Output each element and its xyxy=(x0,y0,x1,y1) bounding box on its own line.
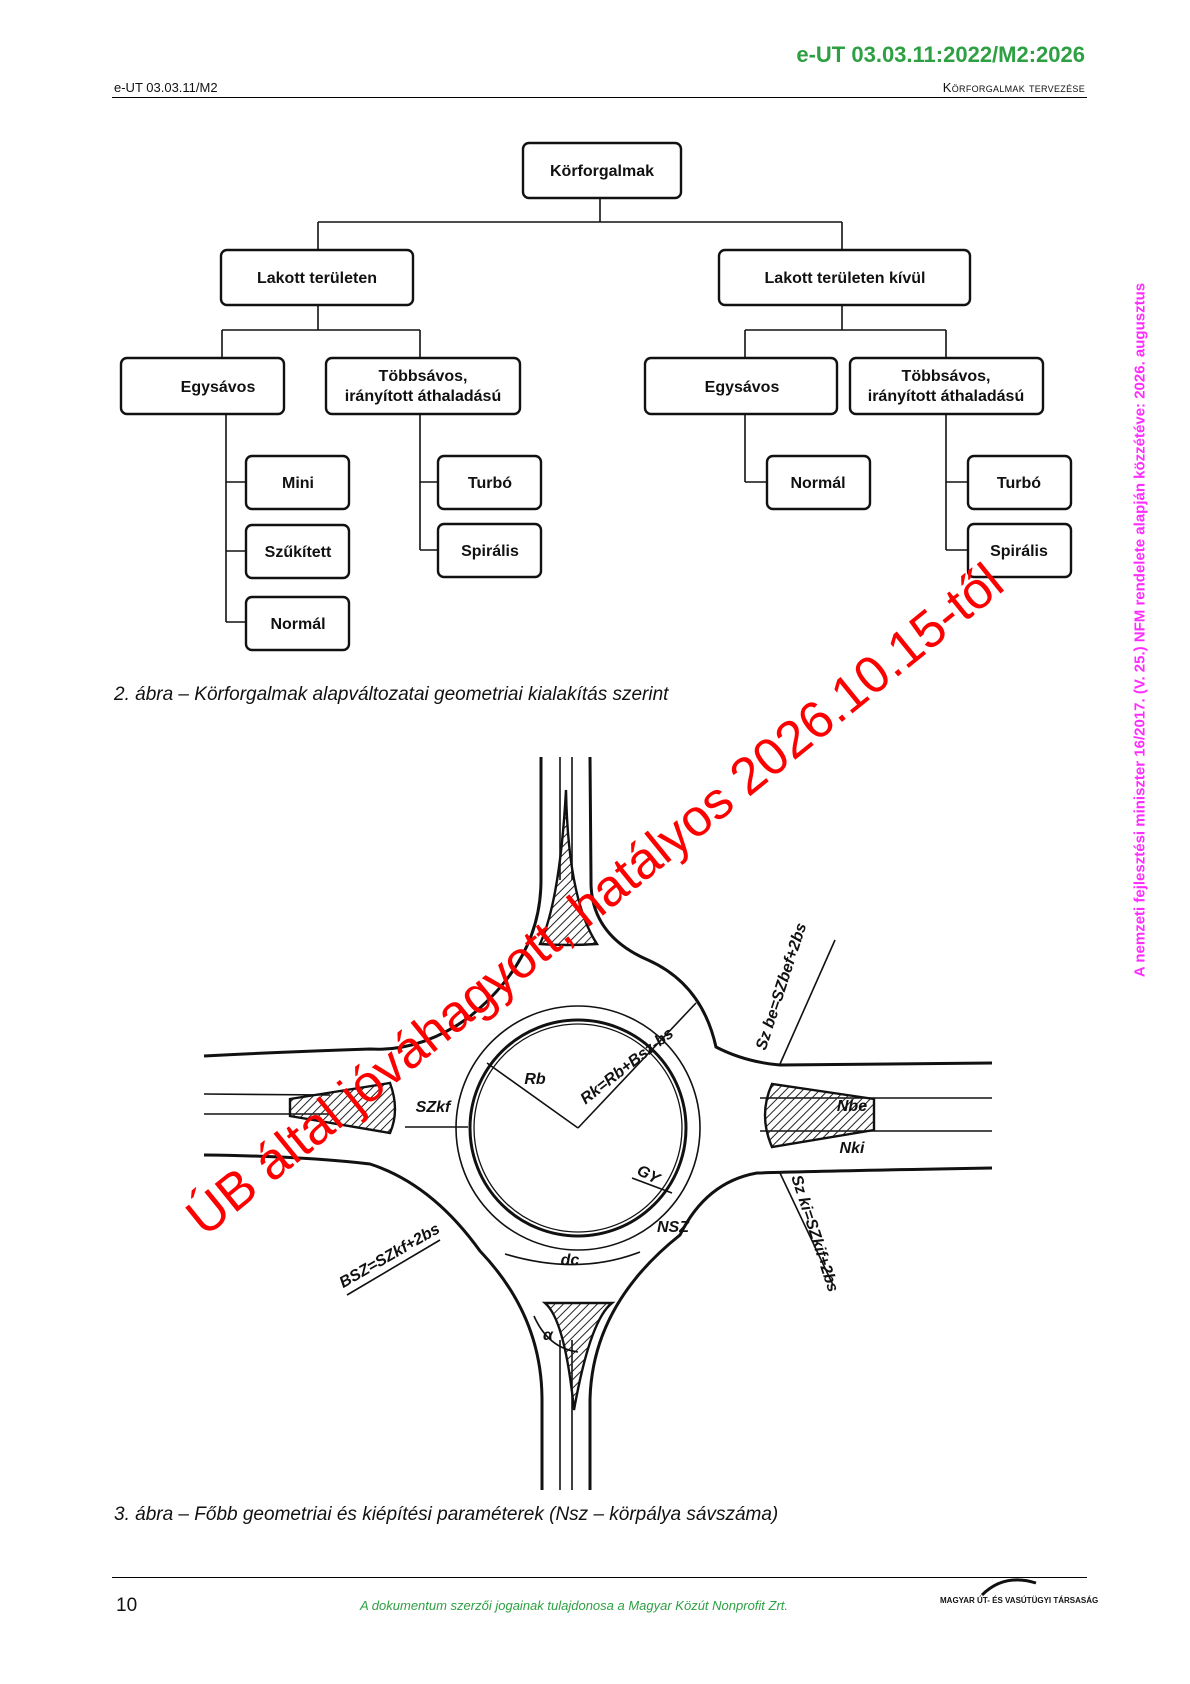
label-gy: GY xyxy=(634,1162,664,1188)
label-normal-inside: Normál xyxy=(270,616,325,633)
page-number: 10 xyxy=(116,1595,138,1616)
publication-note: A nemzeti fejlesztési miniszter 16/2017.… xyxy=(1131,282,1149,978)
dimension-lines xyxy=(346,939,836,1353)
label-turbo-inside: Turbó xyxy=(468,475,512,492)
document-code: e-UT 03.03.11:2022/M2:2026 xyxy=(796,42,1085,67)
label-narrowed: Szűkített xyxy=(265,544,332,561)
label-bsz: BSZ=SZkf+2bs xyxy=(337,1220,443,1291)
copyright-note: A dokumentum szerzői jogainak tulajdonos… xyxy=(360,1598,789,1613)
label-szbe: Sz be=SZbef+2bs xyxy=(753,921,810,1052)
node-narrowed xyxy=(244,523,351,580)
label-root: Körforgalmak xyxy=(550,163,654,180)
footer-rule xyxy=(112,1577,1087,1578)
node-multi-inside xyxy=(324,356,522,416)
node-mini xyxy=(244,454,351,511)
label-multi-outside-2: irányított áthaladású xyxy=(868,388,1024,405)
label-szki: Sz ki=SZkif+2bs xyxy=(787,1173,841,1294)
publisher-logo-icon xyxy=(980,1578,1037,1597)
label-nsz: NSZ xyxy=(657,1219,690,1236)
node-outside xyxy=(717,248,972,307)
node-spiral-inside xyxy=(436,522,543,579)
label-dc: dc xyxy=(561,1252,580,1269)
label-mini: Mini xyxy=(282,475,314,492)
node-single-outside xyxy=(643,356,839,416)
label-outside: Lakott területen kívül xyxy=(765,270,926,287)
label-normal-outside: Normál xyxy=(790,475,845,492)
figure-2-caption: 2. ábra – Körforgalmak alapváltozatai ge… xyxy=(114,684,669,705)
label-spiral-inside: Spirális xyxy=(461,543,519,560)
node-single-inside xyxy=(119,356,286,416)
label-single-outside: Egysávos xyxy=(705,379,780,396)
node-turbo-outside xyxy=(966,454,1073,511)
header-left: e-UT 03.03.11/M2 xyxy=(114,80,218,95)
label-turbo-outside: Turbó xyxy=(997,475,1041,492)
classification-tree: Körforgalmak Lakott területen Lakott ter… xyxy=(119,141,1073,652)
label-spiral-outside: Spirális xyxy=(990,543,1048,560)
splitter-islands xyxy=(288,789,876,1411)
label-multi-inside-1: Többsávos, xyxy=(379,368,468,385)
label-multi-outside-1: Többsávos, xyxy=(902,368,991,385)
label-szkf: SZkf xyxy=(416,1099,452,1116)
label-nbe: Nbe xyxy=(837,1098,867,1115)
node-root xyxy=(521,141,683,200)
road-edges xyxy=(203,756,993,1490)
node-normal-outside xyxy=(765,454,872,511)
node-turbo-inside xyxy=(436,454,543,511)
node-spiral-outside xyxy=(966,522,1073,579)
label-single-inside: Egysávos xyxy=(181,379,256,396)
label-nki: Nki xyxy=(840,1140,865,1157)
header-right: Körforgalmak tervezése xyxy=(942,80,1085,95)
roundabout-rings xyxy=(455,1005,701,1251)
node-multi-outside xyxy=(848,356,1045,416)
roundabout-diagram: Rb Rk=Rb+Bsz-bs SZkf GY NSZ dc α BSZ=SZk… xyxy=(203,756,993,1490)
publication-note-wrapper: A nemzeti fejlesztési miniszter 16/2017.… xyxy=(1126,165,1154,1095)
node-inside xyxy=(219,248,415,307)
label-multi-inside-2: irányított áthaladású xyxy=(345,388,501,405)
tree-connectors xyxy=(221,198,968,623)
label-inside: Lakott területen xyxy=(257,270,377,287)
figure-3-caption: 3. ábra – Főbb geometriai és kiépítési p… xyxy=(114,1504,779,1525)
label-alpha: α xyxy=(543,1327,554,1344)
publisher-name: MAGYAR ÚT- ÉS VASÚTÜGYI TÁRSASÁG xyxy=(940,1596,1099,1605)
header-rule xyxy=(112,97,1087,98)
node-normal-inside xyxy=(244,595,351,652)
label-rb: Rb xyxy=(524,1071,546,1088)
